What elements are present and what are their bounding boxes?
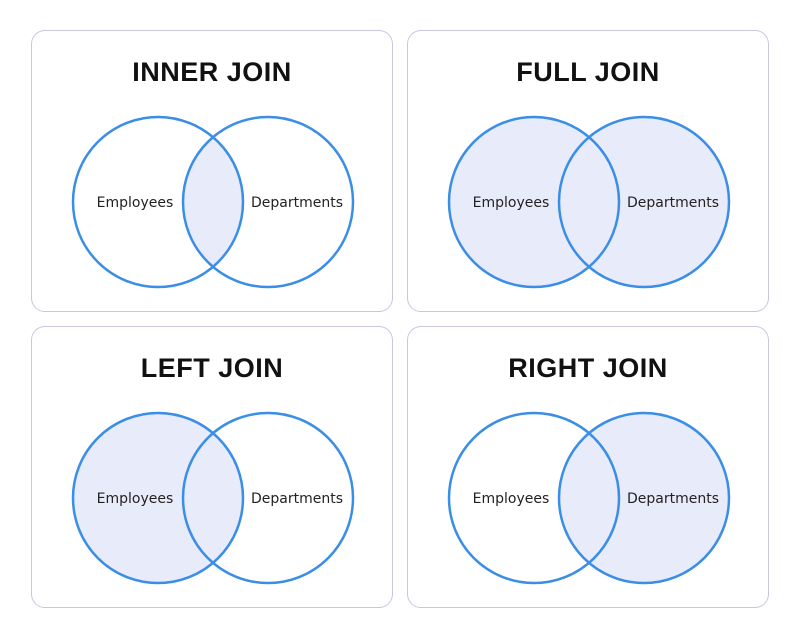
inner-join-title: INNER JOIN (132, 57, 292, 87)
departments-label: Departments (251, 491, 343, 507)
employees-label: Employees (97, 195, 174, 211)
employees-label: Employees (473, 491, 550, 507)
right-set-fill (559, 413, 729, 583)
employees-label: Employees (473, 195, 550, 211)
inner-join-venn: Employees Departments (71, 115, 355, 289)
departments-circle (557, 411, 731, 585)
left-set-fill (73, 413, 243, 583)
left-join-venn: Employees Departments (71, 411, 355, 585)
employees-circle (71, 115, 245, 289)
departments-circle (181, 115, 355, 289)
departments-label: Departments (251, 195, 343, 211)
right-set-fill (559, 117, 729, 287)
departments-circle (181, 411, 355, 585)
employees-circle (447, 115, 621, 289)
intersection-fill (183, 117, 243, 287)
employees-circle (447, 411, 621, 585)
left-join-title: LEFT JOIN (140, 353, 284, 383)
employees-label: Employees (97, 491, 174, 507)
departments-label: Departments (627, 491, 719, 507)
departments-circle (557, 115, 731, 289)
right-join-card: RIGHT JOIN Employees Departments (407, 326, 769, 608)
right-join-title: RIGHT JOIN (508, 353, 668, 383)
right-join-venn: Employees Departments (447, 411, 731, 585)
full-join-card: FULL JOIN Employees Departments (407, 30, 769, 312)
full-join-venn: Employees Departments (447, 115, 731, 289)
full-join-title: FULL JOIN (516, 57, 660, 87)
employees-circle (71, 411, 245, 585)
departments-label: Departments (627, 195, 719, 211)
left-join-card: LEFT JOIN Employees Departments (31, 326, 393, 608)
inner-join-card: INNER JOIN Employees Departments (31, 30, 393, 312)
